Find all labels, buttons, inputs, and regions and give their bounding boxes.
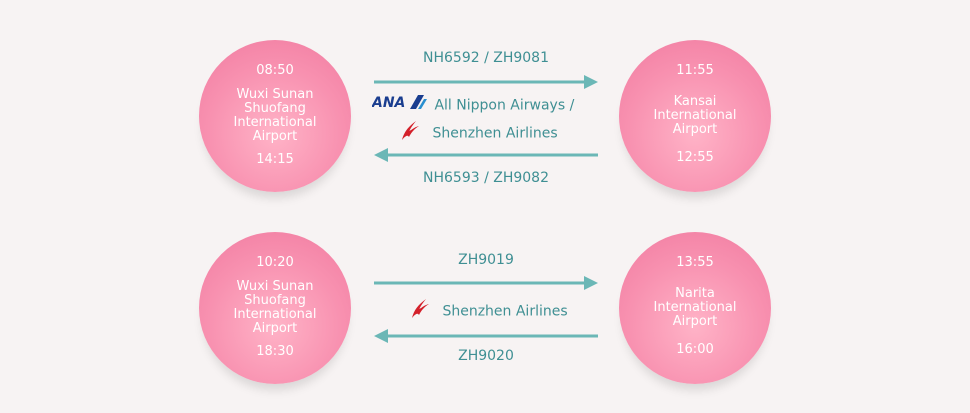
- airline-list: ANA All Nippon Airways / Shenzhen Airlin…: [368, 94, 608, 142]
- shenzhen-airlines-logo-icon: [408, 296, 432, 327]
- airport-name-line: Wuxi Sunan: [236, 279, 314, 294]
- inbound-arrow-icon: [374, 148, 598, 162]
- airline-name-shenzhen: Shenzhen Airlines: [442, 303, 568, 320]
- destination-airport-name: Kansai International Airport: [629, 95, 761, 137]
- svg-text:ANA: ANA: [372, 95, 405, 110]
- airline-name-ana: All Nippon Airways /: [434, 97, 575, 114]
- airport-name-line: Narita: [675, 286, 715, 301]
- inbound-flight-numbers: NH6593 / ZH9082: [423, 170, 549, 186]
- airport-name-line: Shuofang: [244, 101, 306, 116]
- route-wuxi-narita: 10:20 Wuxi Sunan Shuofang International …: [0, 192, 970, 392]
- airport-name-line: Airport: [672, 314, 718, 329]
- airport-name-line: International: [653, 300, 737, 315]
- airport-name-line: International: [233, 115, 317, 130]
- return-arrival-time: 18:30: [256, 344, 294, 359]
- origin-airport-circle: 08:50 Wuxi Sunan Shuofang International …: [199, 40, 351, 192]
- inbound-arrow-icon: [374, 329, 598, 343]
- airport-name-line: International: [233, 307, 317, 322]
- airline-ana: ANA All Nippon Airways /: [368, 94, 608, 116]
- outbound-arrow-icon: [374, 276, 598, 290]
- destination-airport-circle: 13:55 Narita International Airport 16:00: [619, 232, 771, 384]
- origin-airport-name: Wuxi Sunan Shuofang International Airpor…: [209, 280, 341, 336]
- outbound-flight-numbers: ZH9019: [458, 252, 514, 268]
- departure-time: 10:20: [256, 255, 294, 270]
- airport-name-line: Wuxi Sunan: [236, 87, 314, 102]
- airport-name-line: Airport: [252, 129, 298, 144]
- origin-airport-circle: 10:20 Wuxi Sunan Shuofang International …: [199, 232, 351, 384]
- shenzhen-airlines-logo-icon: [398, 118, 422, 149]
- return-arrival-time: 14:15: [256, 152, 294, 167]
- outbound-arrow-icon: [374, 75, 598, 89]
- airport-name-line: Airport: [672, 122, 718, 137]
- outbound-flight-numbers: NH6592 / ZH9081: [423, 50, 549, 66]
- airline-shenzhen: Shenzhen Airlines: [368, 118, 608, 142]
- arrival-time: 13:55: [676, 255, 714, 270]
- ana-logo-icon: ANA: [371, 94, 428, 117]
- airline-list: Shenzhen Airlines: [368, 296, 608, 320]
- route-wuxi-kansai: 08:50 Wuxi Sunan Shuofang International …: [0, 0, 970, 200]
- inbound-flight-numbers: ZH9020: [458, 348, 514, 364]
- return-departure-time: 16:00: [676, 342, 714, 357]
- origin-airport-name: Wuxi Sunan Shuofang International Airpor…: [209, 88, 341, 144]
- airline-shenzhen: Shenzhen Airlines: [368, 296, 608, 320]
- arrival-time: 11:55: [676, 63, 714, 78]
- airport-name-line: Airport: [252, 321, 298, 336]
- departure-time: 08:50: [256, 63, 294, 78]
- return-departure-time: 12:55: [676, 150, 714, 165]
- airport-name-line: Shuofang: [244, 293, 306, 308]
- destination-airport-name: Narita International Airport: [629, 287, 761, 329]
- airline-name-shenzhen: Shenzhen Airlines: [432, 125, 558, 142]
- airport-name-line: International: [653, 108, 737, 123]
- airport-name-line: Kansai: [673, 94, 717, 109]
- destination-airport-circle: 11:55 Kansai International Airport 12:55: [619, 40, 771, 192]
